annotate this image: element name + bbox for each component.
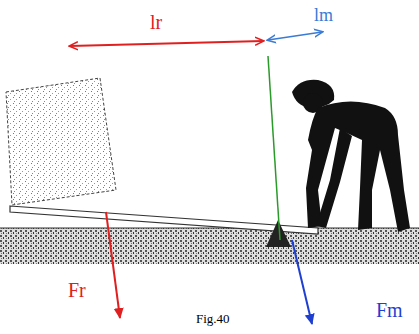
length-label: lm bbox=[314, 6, 333, 24]
fr-force-arrow bbox=[106, 212, 120, 318]
lr-dimension bbox=[70, 41, 263, 46]
lever-bar bbox=[10, 206, 318, 234]
lm-dimension bbox=[268, 32, 322, 40]
load-block bbox=[6, 78, 116, 205]
ground bbox=[0, 228, 419, 264]
length-label: lr bbox=[150, 12, 162, 32]
fm-force-arrow bbox=[292, 240, 312, 324]
force-label: Fr bbox=[68, 280, 86, 300]
force-line bbox=[268, 56, 280, 240]
figure-caption: Fig.40 bbox=[196, 312, 230, 325]
man-silhouette bbox=[292, 80, 410, 232]
force-label: Fm bbox=[376, 300, 403, 320]
